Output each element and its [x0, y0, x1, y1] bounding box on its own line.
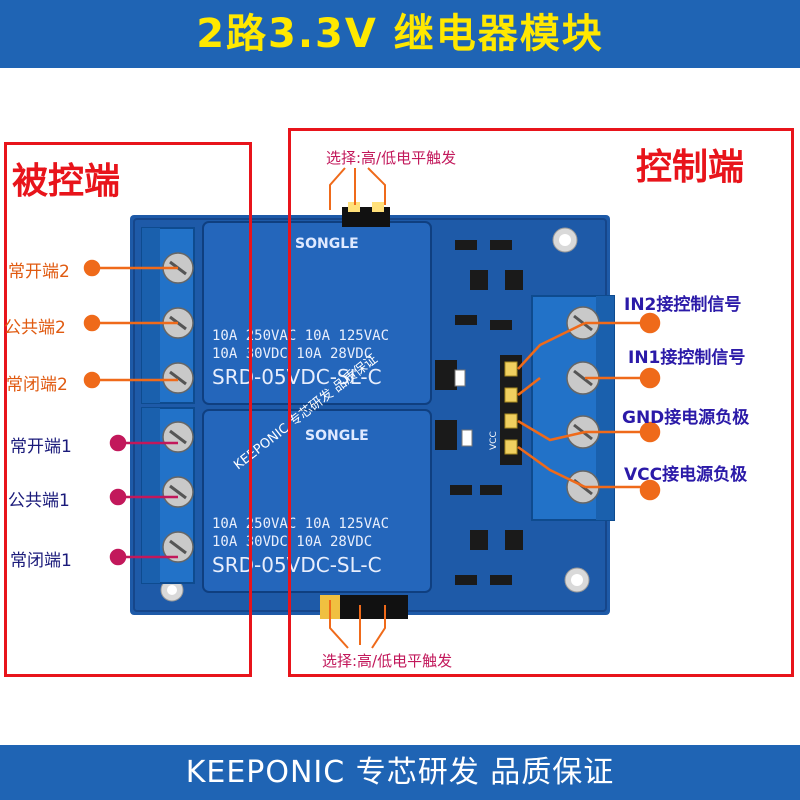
svg-text:SRD-05VDC-SL-C: SRD-05VDC-SL-C — [212, 553, 382, 577]
pin-header: VCC — [489, 355, 522, 465]
svg-text:VCC: VCC — [489, 431, 499, 450]
label-nc1: 常闭端1 — [10, 551, 72, 571]
control-side-frame — [288, 128, 794, 677]
label-com1: 公共端1 — [8, 491, 70, 511]
control-side-title: 控制端 — [636, 147, 745, 188]
relay-brand: SONGLE — [295, 236, 359, 252]
svg-text:10A 30VDC 10A 28VDC: 10A 30VDC 10A 28VDC — [212, 534, 372, 550]
page-title: 2路3.3V 继电器模块 — [196, 11, 604, 57]
label-no2: 常开端2 — [8, 262, 70, 282]
trigger-label-bottom: 选择:高/低电平触发 — [322, 652, 453, 670]
controlled-side-title: 被控端 — [12, 161, 121, 202]
relay-1: SONGLE 10A 250VAC 10A 125VAC 10A 30VDC 1… — [202, 409, 432, 593]
label-vcc: VCC接电源负极 — [624, 465, 748, 485]
trigger-label-top: 选择:高/低电平触发 — [326, 149, 457, 167]
svg-text:SONGLE: SONGLE — [305, 428, 369, 444]
right-terminal-block — [531, 295, 615, 521]
footer-slogan: KEEPONIC 专芯研发 品质保证 — [185, 755, 615, 790]
label-gnd: GND接电源负极 — [622, 408, 750, 428]
label-no1: 常开端1 — [10, 437, 72, 457]
jumper-top — [342, 202, 390, 227]
top-banner: 2路3.3V 继电器模块 — [0, 0, 800, 68]
label-com2: 公共端2 — [4, 318, 66, 338]
relay-2: SONGLE 10A 250VAC 10A 125VAC 10A 30VDC 1… — [202, 221, 432, 405]
jumper-bottom — [320, 595, 408, 619]
svg-text:10A 250VAC 10A 125VAC: 10A 250VAC 10A 125VAC — [212, 328, 389, 344]
label-in1: IN1接控制信号 — [628, 348, 746, 368]
svg-text:10A 250VAC 10A 125VAC: 10A 250VAC 10A 125VAC — [212, 516, 389, 532]
bottom-banner: KEEPONIC 专芯研发 品质保证 — [0, 745, 800, 800]
svg-text:SRD-05VDC-SL-C: SRD-05VDC-SL-C — [212, 365, 382, 389]
label-nc2: 常闭端2 — [6, 375, 68, 395]
label-in2: IN2接控制信号 — [624, 295, 742, 315]
svg-text:10A 30VDC 10A 28VDC: 10A 30VDC 10A 28VDC — [212, 346, 372, 362]
controlled-side-frame — [4, 142, 252, 677]
